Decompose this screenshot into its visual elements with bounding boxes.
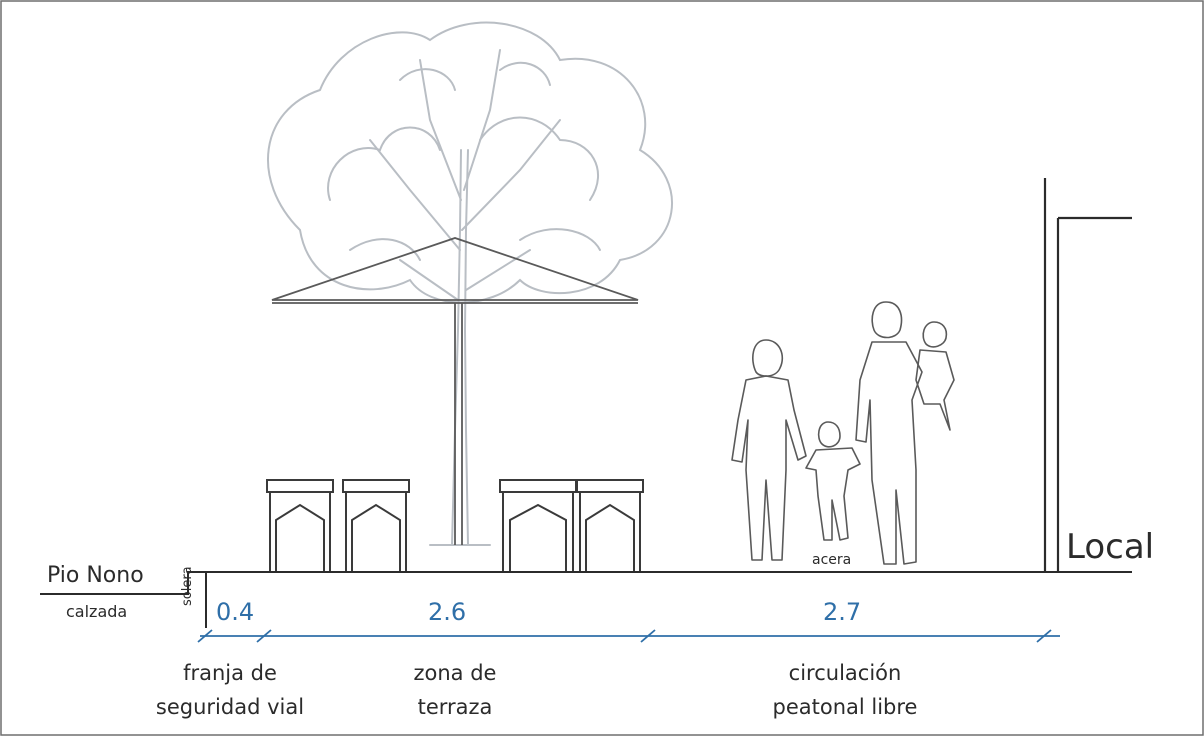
sidewalk-label: acera: [812, 552, 852, 568]
ground-line: [40, 571, 1132, 628]
dimension-value-pedestrian-zone: 2.7: [823, 598, 862, 626]
curb-label: solera: [180, 566, 195, 606]
road-name-label: Pio Nono: [47, 563, 144, 588]
caption-line: seguridad vial: [155, 695, 305, 719]
chair-icon: [266, 479, 644, 572]
caption-line: terraza: [417, 695, 493, 719]
pedestrians-icon: [731, 301, 955, 565]
umbrella-icon: [271, 237, 639, 545]
caption-pedestrian-zone: circulación peatonal libre: [740, 656, 950, 724]
tree-icon: [267, 21, 674, 546]
chair-right-1: [499, 479, 577, 572]
chair-right-2: [576, 479, 644, 572]
tick-mark-4: [1036, 629, 1052, 643]
tick-mark-1: [197, 629, 213, 643]
caption-safety-strip: franja de seguridad vial: [140, 656, 320, 724]
dimension-line: [197, 629, 1060, 643]
chair-left-1: [266, 479, 334, 572]
tick-mark-3: [640, 629, 656, 643]
caption-line: circulación: [788, 661, 902, 685]
dimension-value-safety-strip: 0.4: [216, 598, 255, 626]
caption-terrace-zone: zona de terraza: [380, 656, 530, 724]
caption-line: peatonal libre: [772, 695, 918, 719]
tick-mark-2: [256, 629, 272, 643]
carriageway-label: calzada: [66, 602, 128, 621]
caption-line: zona de: [413, 661, 497, 685]
caption-line: franja de: [183, 661, 277, 685]
chair-left-2: [342, 479, 410, 572]
dimension-value-terrace-zone: 2.6: [428, 598, 467, 626]
building-wall: [1043, 178, 1132, 572]
building-label: Local: [1066, 527, 1155, 567]
